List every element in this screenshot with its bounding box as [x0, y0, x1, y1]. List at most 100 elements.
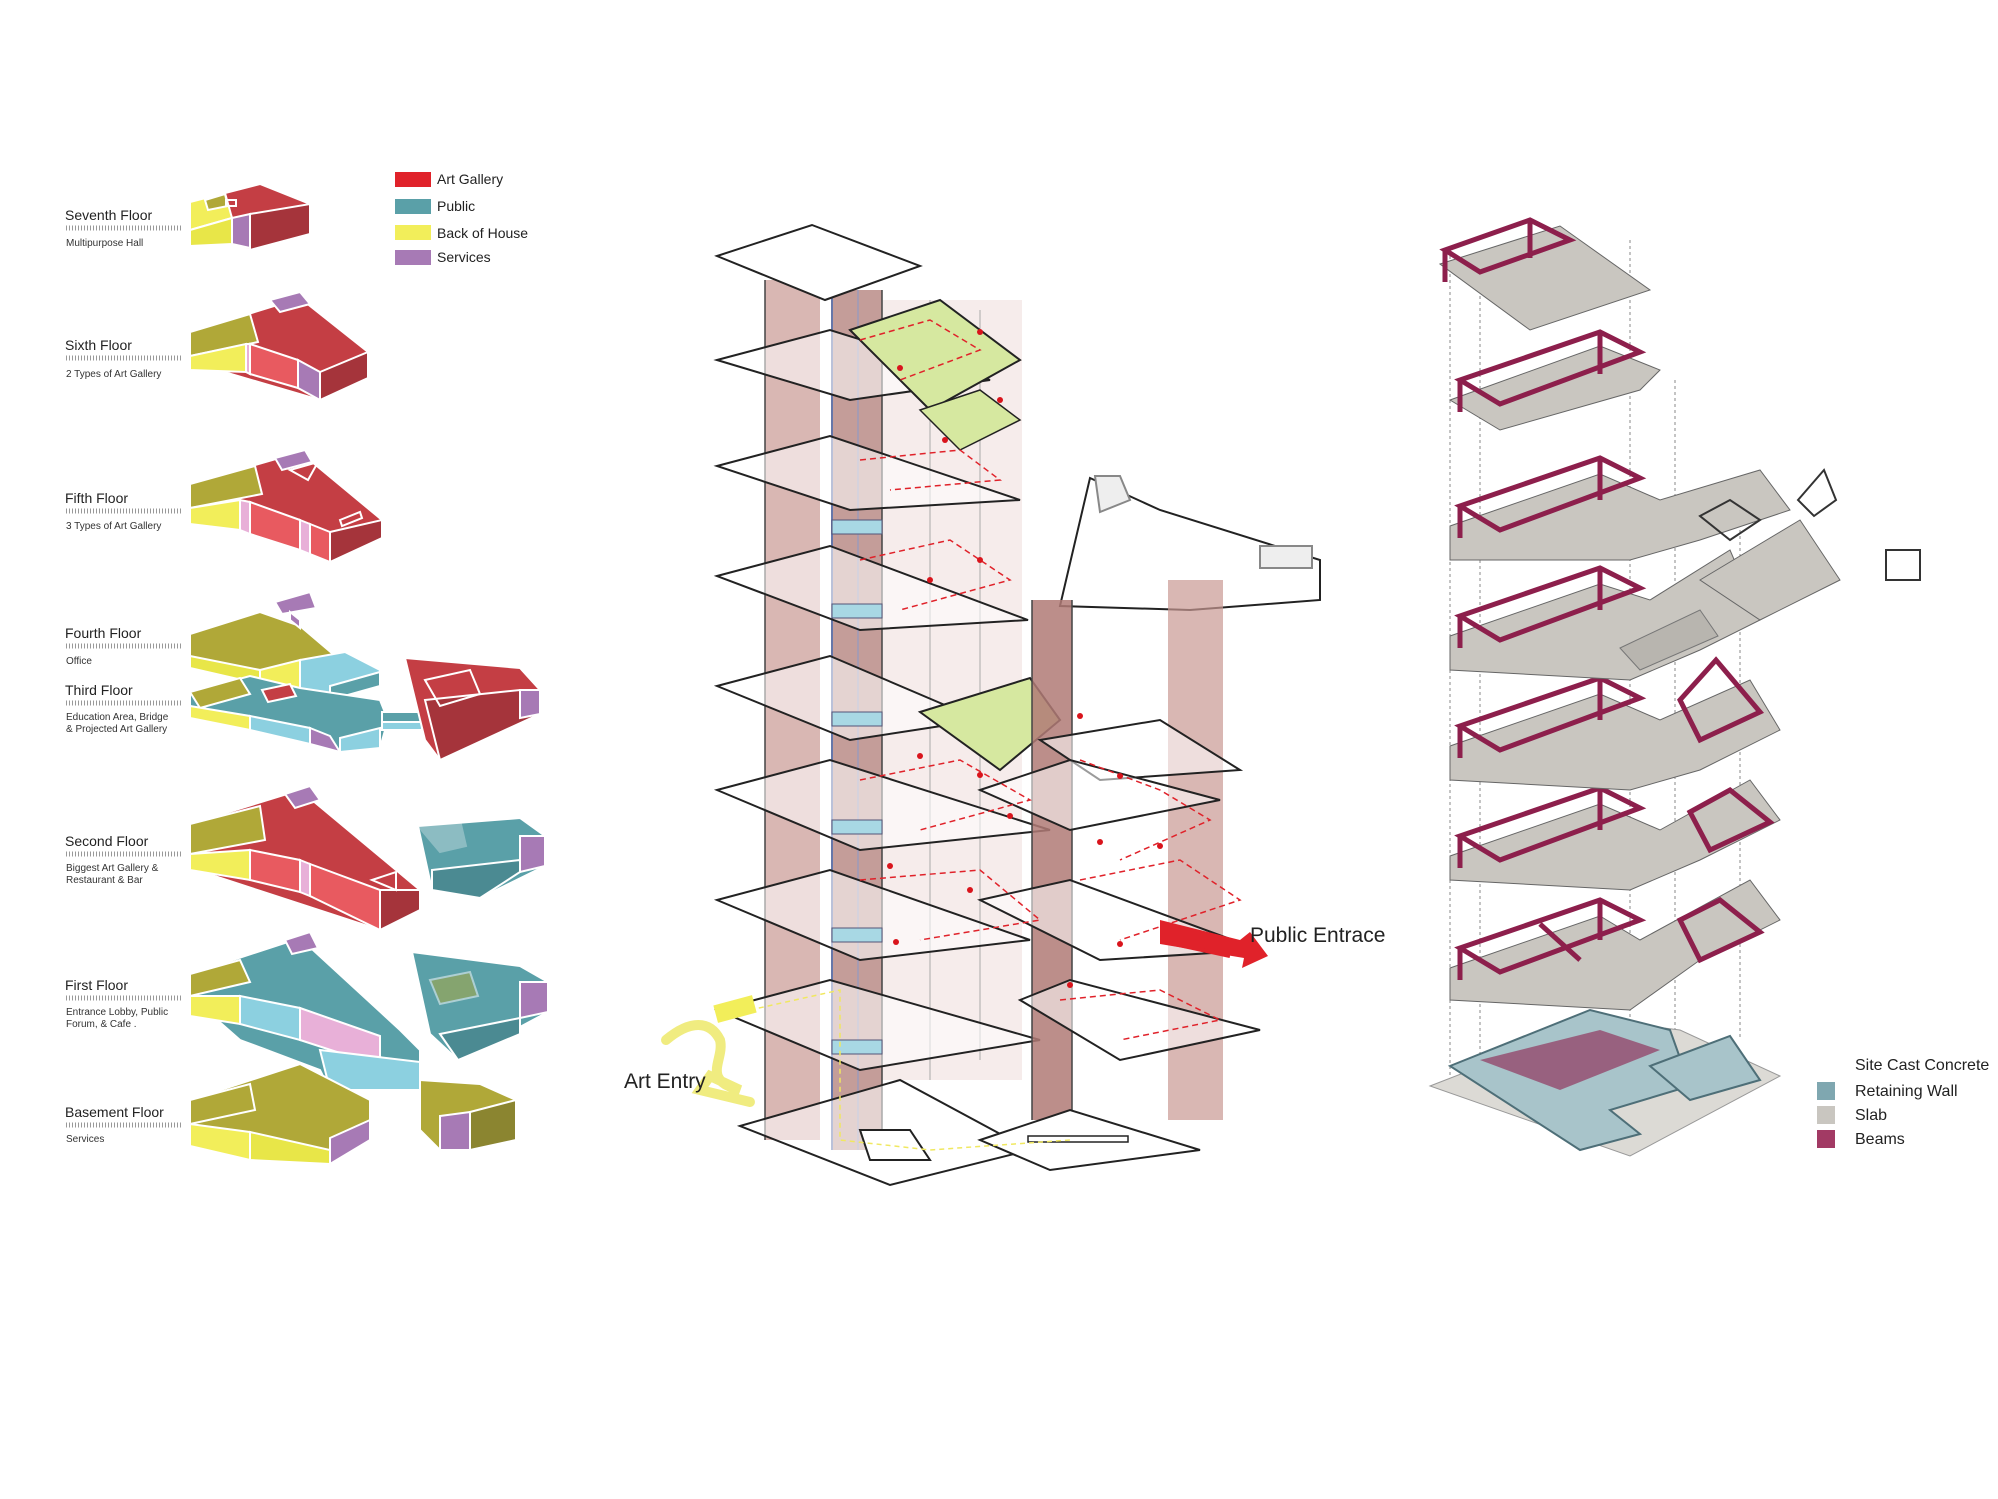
ramp-slab: [1619, 609, 1719, 671]
gallery-plate-upper: [848, 298, 1022, 412]
slab: [1449, 779, 1781, 891]
level-6: [1448, 329, 1661, 431]
level-5: [1449, 455, 1791, 561]
floor-name: First Floor: [65, 977, 128, 993]
floor-name: Sixth Floor: [65, 337, 132, 353]
level-2: [1449, 779, 1781, 891]
legend-swatch-retaining-wall: [1817, 1082, 1835, 1100]
floor-label-fourth: Fourth Floor Office: [65, 625, 183, 667]
level-1: [1449, 879, 1781, 1011]
skylight-frame: [1698, 498, 1762, 542]
floor-label-second: Second Floor Biggest Art Gallery & Resta…: [65, 833, 183, 886]
right-core-left: [1032, 600, 1072, 1120]
link-bridge: [1027, 1135, 1129, 1143]
slab: [1448, 345, 1661, 431]
public-entrance-label: Public Entrace: [1250, 924, 1385, 947]
circulation-axonometric: Public Entrace Art Entry: [624, 223, 1385, 1187]
structure-floors: [1438, 217, 1921, 1011]
floor-label-third: Third Floor Education Area, Bridge & Pro…: [65, 682, 183, 735]
floor-desc: 3 Types of Art Gallery: [66, 521, 161, 532]
floor-label-sixth: Sixth Floor 2 Types of Art Gallery: [65, 337, 183, 380]
legend-swatch-services: [395, 250, 431, 265]
structure-legend: Site Cast Concrete Retaining Wall Slab B…: [1817, 1057, 1989, 1148]
block-third-floor-gallery: [403, 656, 542, 762]
floor-name: Fourth Floor: [65, 625, 142, 641]
legend-label-slab: Slab: [1855, 1107, 1887, 1124]
pyramid-skylight: [1796, 468, 1838, 518]
legend-label-retaining-wall: Retaining Wall: [1855, 1083, 1958, 1100]
beam-grid: [1454, 785, 1775, 868]
legend-label-art-gallery: Art Gallery: [437, 171, 503, 187]
visitor-markers: [887, 329, 1163, 988]
legend-label-beams: Beams: [1855, 1131, 1905, 1148]
beam-grid: [1454, 329, 1647, 412]
floor-desc: & Projected Art Gallery: [66, 724, 167, 735]
floor-desc: Office: [66, 656, 92, 667]
legend-label-services: Services: [437, 249, 491, 265]
service-path: [749, 989, 1071, 1151]
beam-grid: [1439, 217, 1577, 282]
floor-name: Second Floor: [65, 833, 149, 849]
legend-swatch-art-gallery: [395, 172, 431, 187]
floor-name: Basement Floor: [65, 1104, 164, 1120]
circulation-panel: Public Entrace Art Entry: [600, 0, 1400, 1499]
legend-swatch-back-of-house: [395, 225, 431, 240]
block-second-floor: [189, 784, 421, 932]
block-fifth-floor: [189, 448, 383, 564]
legend-label-back-of-house: Back of House: [437, 225, 528, 241]
structure-axonometric: Site Cast Concrete Retaining Wall Slab B…: [1428, 217, 1989, 1157]
floor-desc: Services: [66, 1134, 104, 1145]
stair-run: [831, 519, 883, 1055]
block-sixth-floor: [189, 290, 369, 402]
slab-5: [713, 544, 1029, 632]
foundation-beams: [1480, 1030, 1660, 1090]
floor-name: Third Floor: [65, 682, 133, 698]
floor-name: Seventh Floor: [65, 207, 152, 223]
beam-grid: [1454, 565, 1647, 648]
tower-roof: [714, 223, 923, 302]
floor-desc: 2 Types of Art Gallery: [66, 369, 161, 380]
art-entry-arrow: [661, 995, 757, 1107]
floor-label-basement: Basement Floor Services: [65, 1104, 183, 1145]
slab: [1438, 225, 1652, 331]
block-basement-floor: [189, 1062, 517, 1166]
slab: [1699, 519, 1841, 621]
slab: [1449, 469, 1791, 561]
structure-panel: Site Cast Concrete Retaining Wall Slab B…: [1400, 0, 1998, 1499]
floor-desc: Education Area, Bridge: [66, 712, 169, 723]
slab: [1449, 679, 1781, 791]
slab-2: [713, 868, 1031, 962]
skylight-left: [1093, 475, 1132, 514]
legend-swatch-public: [395, 199, 431, 214]
foundation-level: [1428, 1008, 1782, 1157]
floor-program-diagram: Art Gallery Public Back of House Service…: [65, 171, 549, 1166]
level-7: [1438, 217, 1652, 331]
legend-swatch-slab: [1817, 1106, 1835, 1124]
beam-grid: [1454, 455, 1647, 538]
slab-6: [713, 434, 1021, 512]
art-entry-ramp: [858, 1129, 932, 1161]
floor-desc: Forum, & Cafe .: [66, 1019, 137, 1030]
right-floor-slabs: [977, 718, 1261, 1062]
left-floor-slabs: [713, 328, 1051, 1187]
cube-skylight: [1885, 549, 1921, 581]
block-second-floor-restaurant: [416, 816, 546, 900]
skylight-right: [1259, 545, 1313, 569]
floor-name: Fifth Floor: [65, 490, 128, 506]
block-fourth-floor: [189, 590, 381, 702]
program-legend: Art Gallery Public Back of House Service…: [395, 171, 528, 265]
legend-label-site-cast-concrete: Site Cast Concrete: [1855, 1057, 1989, 1074]
beam-grid: [1454, 656, 1765, 758]
legend-swatch-beams: [1817, 1130, 1835, 1148]
beam-grid: [1454, 897, 1765, 980]
floor-program-panel: Art Gallery Public Back of House Service…: [0, 0, 600, 1499]
right-slab-ground: [1017, 978, 1261, 1062]
floor-label-seventh: Seventh Floor Multipurpose Hall: [65, 207, 183, 249]
floor-desc: Entrance Lobby, Public: [66, 1007, 168, 1018]
delivery-truck: [713, 995, 757, 1023]
floor-label-fifth: Fifth Floor 3 Types of Art Gallery: [65, 490, 183, 532]
block-seventh-floor: [189, 182, 311, 252]
right-slab-2: [977, 758, 1221, 832]
retaining-wall-east: [1648, 1034, 1762, 1102]
legend-label-public: Public: [437, 198, 475, 214]
